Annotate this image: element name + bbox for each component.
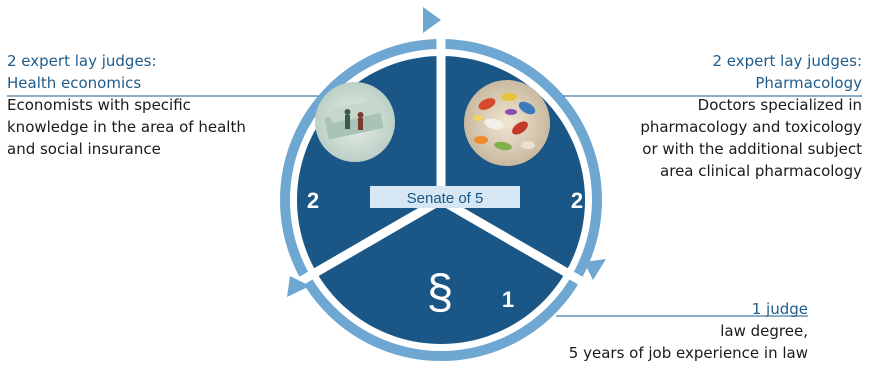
- left-heading-line2: Health economics: [7, 74, 142, 92]
- judge-block: 1 judge law degree, 5 years of job exper…: [508, 298, 808, 364]
- arrow-head-right-icon: [584, 259, 606, 280]
- bottom-heading: 1 judge: [751, 300, 808, 318]
- left-desc-line1: Economists with specific: [7, 96, 191, 114]
- left-heading-line1: 2 expert lay judges:: [7, 52, 157, 70]
- health-economics-block: 2 expert lay judges: Health economics Ec…: [7, 50, 277, 160]
- pie-sector-bottom: [316, 200, 566, 344]
- right-heading-line1: 2 expert lay judges:: [712, 52, 862, 70]
- count-right: 2: [571, 188, 583, 213]
- arrow-head-top-icon: [423, 7, 441, 33]
- leader-lines: [7, 95, 862, 317]
- money-stack-figures-image: [315, 82, 395, 162]
- left-desc-line2: knowledge in the area of health: [7, 118, 246, 136]
- pills-image: [464, 80, 550, 166]
- senate-label-box: [370, 186, 520, 208]
- count-bottom: 1: [502, 287, 514, 312]
- right-desc-line3: or with the additional subject: [642, 140, 862, 158]
- arrow-head-left-icon: [287, 276, 310, 297]
- bottom-desc-line1: law degree,: [720, 322, 808, 340]
- bottom-desc-line2: 5 years of job experience in law: [568, 344, 808, 362]
- pharmacology-block: 2 expert lay judges: Pharmacology Doctor…: [592, 50, 862, 182]
- right-desc-line2: pharmacology and toxicology: [640, 118, 862, 136]
- senate-label: Senate of 5: [407, 190, 484, 207]
- sector-separators: [298, 38, 584, 285]
- count-left: 2: [307, 188, 319, 213]
- right-desc-line1: Doctors specialized in: [697, 96, 862, 114]
- paragraph-section-icon: §: [427, 266, 454, 319]
- right-heading-line2: Pharmacology: [755, 74, 862, 92]
- right-desc-line4: area clinical pharmacology: [660, 162, 862, 180]
- left-desc-line3: and social insurance: [7, 140, 161, 158]
